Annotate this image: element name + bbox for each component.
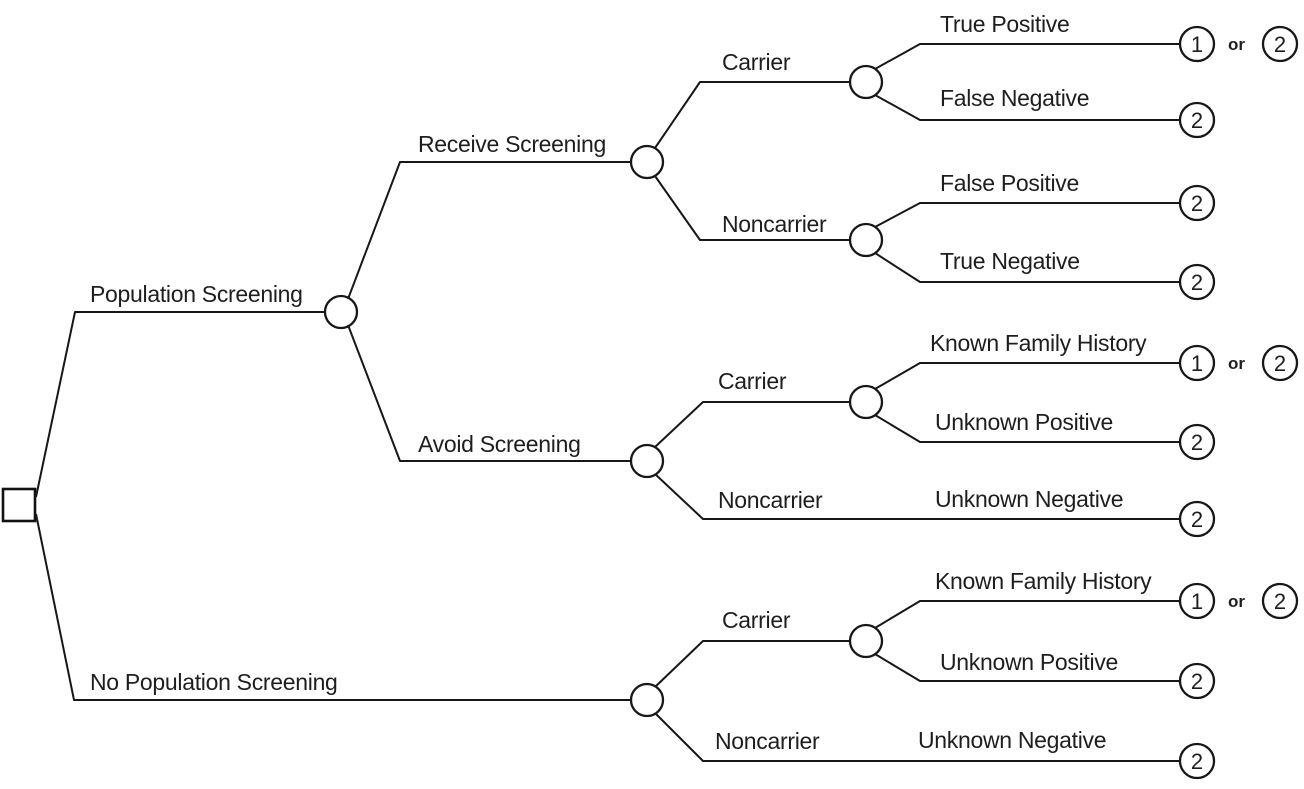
branch-label-known-family-history-nops: Known Family History [935,568,1152,594]
branch-line-true-negative [874,252,1180,283]
terminal-value-known-family-history-avoid-2: 2 [1274,351,1286,376]
terminal-node-false-negative [1178,101,1216,139]
chance-node-receive-screening [629,144,665,180]
terminal-node-unknown-negative-nops [1178,742,1216,780]
branch-label-unknown-negative-nops: Unknown Negative [918,727,1106,753]
branch-label-noncarrier-avoid: Noncarrier [718,487,823,513]
branch-label-no-population-screening: No Population Screening [90,669,338,695]
branch-label-carrier-nops: Carrier [722,607,791,633]
branch-line-false-positive [874,202,1180,228]
subtree-avoid-screening: Carrier Known Family History 1 or 2 Unkn… [654,330,1299,538]
terminal-node-known-family-history-avoid-2 [1261,344,1299,382]
branch-label-carrier-avoid: Carrier [718,368,787,394]
branch-label-receive-screening: Receive Screening [418,131,606,157]
branch-line-no-population-screening [35,513,631,701]
branch-line-carrier-nops [654,640,849,688]
branch-line-unknown-positive-nops [874,653,1180,682]
branch-line-noncarrier-avoid [654,473,1180,520]
terminal-node-unknown-negative-avoid [1178,500,1216,538]
terminal-node-true-negative [1178,263,1216,301]
branch-label-false-positive: False Positive [940,170,1079,196]
branch-line-carrier-avoid [654,401,849,448]
terminal-node-known-family-history-nops-1 [1178,582,1216,620]
terminal-node-known-family-history-avoid-1 [1178,344,1216,382]
terminal-value-known-family-history-avoid-1: 1 [1191,351,1203,376]
or-label-known-family-history-avoid: or [1228,354,1245,373]
terminal-value-known-family-history-nops-1: 1 [1191,589,1203,614]
branch-label-unknown-positive-avoid: Unknown Positive [935,409,1113,435]
terminal-value-known-family-history-nops-2: 2 [1274,589,1286,614]
branch-label-known-family-history-avoid: Known Family History [930,330,1147,356]
branch-line-noncarrier-nops [654,712,1180,762]
decision-node-root [1,487,37,523]
chance-node-no-population-screening [629,682,665,718]
branch-label-true-positive: True Positive [940,11,1069,37]
terminal-node-unknown-positive-nops [1178,662,1216,700]
terminal-value-false-positive: 2 [1191,191,1203,216]
terminal-value-unknown-positive-nops: 2 [1191,669,1203,694]
branch-line-carrier-receive [654,81,849,149]
subtree-receive-screening: Carrier Noncarrier True Positive 1 or 2 … [654,11,1299,301]
chance-node-carrier-receive [848,64,884,100]
branch-label-carrier-receive: Carrier [722,49,791,75]
terminal-node-false-positive [1178,184,1216,222]
branch-label-avoid-screening: Avoid Screening [418,431,581,457]
terminal-node-true-positive-1 [1178,25,1216,63]
branch-label-unknown-positive-nops: Unknown Positive [940,649,1118,675]
branch-label-false-negative: False Negative [940,85,1089,111]
terminal-value-false-negative: 2 [1191,108,1203,133]
branch-line-known-family-history-avoid [874,362,1180,390]
chance-node-population-screening [323,294,359,330]
terminal-value-unknown-negative-nops: 2 [1191,749,1203,774]
chance-node-avoid-screening [629,443,665,479]
or-label-true-positive: or [1228,35,1245,54]
branch-line-population-screening [35,311,325,498]
branch-line-unknown-positive-avoid [874,414,1180,443]
branch-label-noncarrier-nops: Noncarrier [715,728,820,754]
branch-line-false-negative [874,94,1180,121]
or-label-known-family-history-nops: or [1228,592,1245,611]
terminal-value-unknown-negative-avoid: 2 [1191,507,1203,532]
chance-node-carrier-avoid [848,384,884,420]
branch-line-true-positive [874,43,1180,70]
branch-label-population-screening: Population Screening [90,281,303,307]
terminal-value-true-positive-1: 1 [1191,32,1203,57]
branch-label-true-negative: True Negative [940,248,1080,274]
branch-label-noncarrier-receive: Noncarrier [722,211,827,237]
terminal-value-unknown-positive-avoid: 2 [1191,430,1203,455]
chance-node-carrier-nops [848,623,884,659]
terminal-node-true-positive-2 [1261,25,1299,63]
chance-node-noncarrier-receive [848,222,884,258]
branch-line-avoid-screening [347,324,631,462]
terminal-value-true-negative: 2 [1191,270,1203,295]
branch-label-unknown-negative-avoid: Unknown Negative [935,486,1123,512]
branch-line-known-family-history-nops [874,600,1180,629]
branch-line-receive-screening [347,161,631,300]
terminal-node-unknown-positive-avoid [1178,423,1216,461]
subtree-no-population-screening: Carrier Known Family History 1 or 2 Unkn… [654,568,1299,780]
terminal-node-known-family-history-nops-2 [1261,582,1299,620]
terminal-value-true-positive-2: 2 [1274,32,1286,57]
branch-line-noncarrier-receive [654,175,849,241]
